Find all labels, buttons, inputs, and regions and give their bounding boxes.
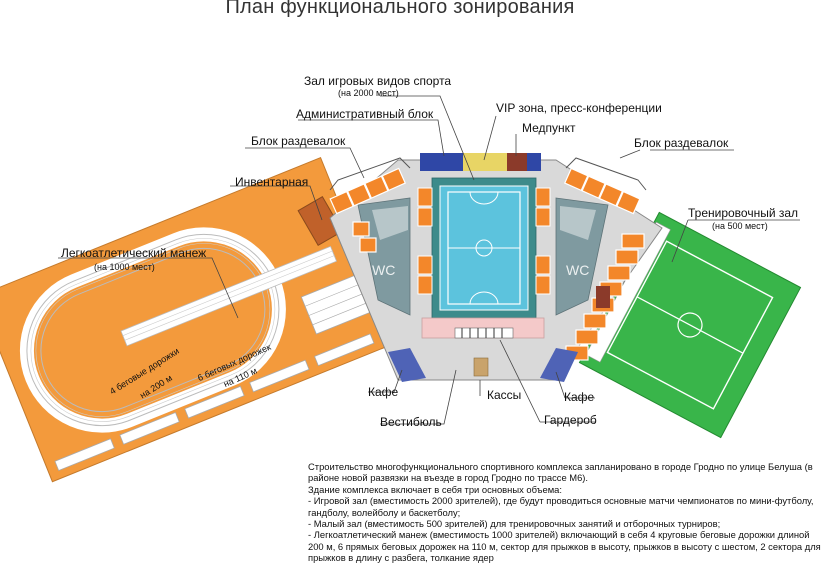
label-cloakroom: Гардероб (544, 413, 597, 427)
label-cafe-right: Кафе (564, 390, 595, 404)
brace-left (329, 157, 411, 191)
description-line: 200 м, 6 прямых беговых дорожек на 110 м… (308, 540, 821, 552)
wc-left-detail (372, 206, 408, 240)
label-locker-left: Блок раздевалок (251, 134, 346, 148)
stand-1 (54, 438, 115, 472)
description-line: - Малый зал (вместимость 500 зрителей) д… (308, 518, 721, 530)
label-locker-right: Блок раздевалок (634, 136, 729, 150)
page-title: План функционального зонирования (225, 0, 575, 18)
description-text: Строительство многофункционального спорт… (308, 461, 821, 564)
vip-zone (463, 153, 507, 171)
leader-lines (58, 95, 800, 425)
description-line: - Легкоатлетический манеж (вместимость 1… (308, 529, 810, 541)
label-athletics: Легкоатлетический манеж (61, 246, 207, 260)
cafe-right (540, 348, 578, 382)
label-wc-right: WC (566, 262, 590, 278)
label-cashier: Кассы (487, 388, 522, 402)
label-admin-block: Административный блок (296, 107, 434, 121)
label-vip-zone: VIP зона, пресс-конференции (496, 101, 662, 115)
locker-block-left (329, 167, 407, 215)
brace-right (565, 157, 647, 191)
description-line: районе новой развязки на въезде в город … (308, 472, 589, 484)
medpunkt (507, 153, 527, 171)
cashier-booth (473, 357, 489, 377)
description-line: - Игровой зал (вместимость 2000 зрителей… (308, 495, 814, 507)
label-wc-left: WC (372, 262, 396, 278)
label-athletics-capacity: (на 1000 мест) (94, 262, 155, 272)
label-lobby: Вестибюль (380, 415, 442, 429)
label-training-hall-capacity: (на 500 мест) (712, 221, 768, 231)
stand-3 (184, 385, 245, 419)
training-storage (596, 286, 610, 308)
admin-block-right (527, 153, 541, 171)
label-inventory: Инвентарная (235, 175, 309, 189)
cloakroom-counter (454, 327, 514, 339)
description-line: Строительство многофункционального спорт… (308, 461, 813, 472)
stand-4 (249, 359, 310, 393)
athletics-arena (0, 156, 397, 483)
locker-block-right (563, 167, 641, 215)
label-main-hall: Зал игровых видов спорта (304, 74, 452, 88)
label-training-hall: Тренировочный зал (688, 206, 799, 220)
zoning-plan (0, 95, 802, 483)
cafe-left (388, 348, 426, 382)
wc-right-detail (560, 206, 596, 240)
stand-2 (119, 412, 180, 445)
inventory-room (297, 195, 344, 247)
training-hall (578, 211, 802, 439)
description-line: Здание комплекса включает в себя три осн… (308, 483, 562, 495)
main-hall-side-seats (417, 187, 551, 295)
label-main-hall-capacity: (на 2000 мест) (338, 88, 399, 98)
locker-column-right (565, 233, 645, 361)
description-line: прыжков в длину с разбега, толкание ядер (308, 552, 494, 564)
admin-block (420, 153, 463, 171)
description-line: гандболу, волейболу и баскетболу; (308, 506, 461, 518)
stand-5 (314, 333, 375, 367)
label-cafe-left: Кафе (368, 385, 399, 399)
label-medpunkt: Медпункт (522, 121, 576, 135)
